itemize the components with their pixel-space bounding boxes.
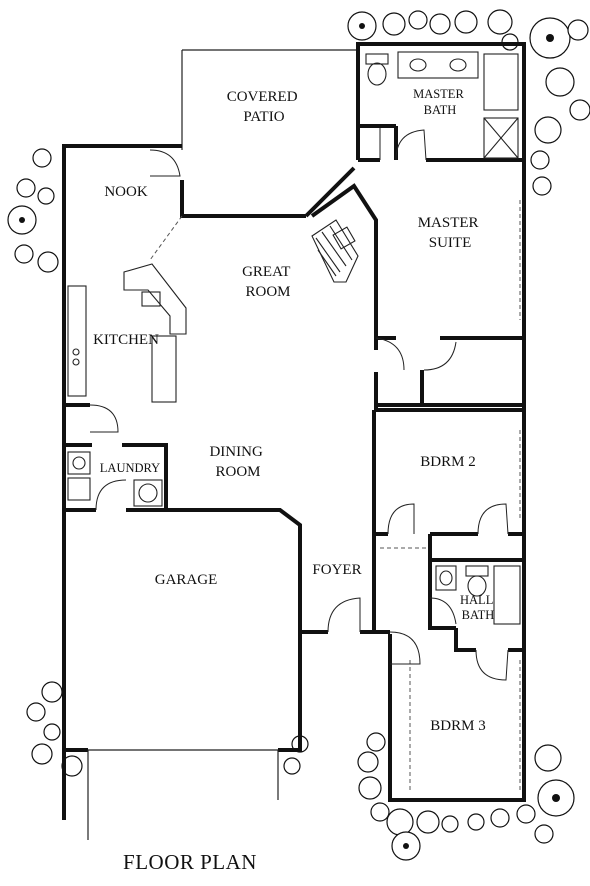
nook-label: NOOK xyxy=(104,184,147,200)
great-room-line1: GREAT xyxy=(242,264,290,280)
master-suite-label: MASTER SUITE xyxy=(418,215,483,251)
master-suite-line2: SUITE xyxy=(429,235,472,251)
bdrm3-label: BDRM 3 xyxy=(430,718,485,734)
great-room-line2: ROOM xyxy=(245,284,290,300)
doors xyxy=(89,128,509,681)
covered-patio-line2: PATIO xyxy=(243,109,284,125)
tree-icon xyxy=(26,681,83,777)
tree-icon xyxy=(529,17,590,196)
master-bath-line2: BATH xyxy=(424,103,457,117)
tree-icon xyxy=(347,9,519,51)
foyer-label: FOYER xyxy=(312,562,361,578)
laundry-label: LAUNDRY xyxy=(100,461,160,475)
master-bath-label: MASTER BATH xyxy=(413,87,467,117)
hall-bath-line1: HALL xyxy=(460,593,493,607)
master-suite-line1: MASTER xyxy=(418,215,479,231)
hall-bath-label: HALL BATH xyxy=(460,593,496,622)
great-room-label: GREAT ROOM xyxy=(242,264,294,300)
dining-room-line2: ROOM xyxy=(215,464,260,480)
kitchen-label: KITCHEN xyxy=(93,332,159,348)
master-bath-line1: MASTER xyxy=(413,87,464,101)
hall-bath-line2: BATH xyxy=(462,608,495,622)
covered-patio-label: COVERED PATIO xyxy=(227,89,302,125)
walls xyxy=(62,42,526,820)
dining-room-label: DINING ROOM xyxy=(209,444,266,480)
tree-icon xyxy=(467,744,575,844)
garage-label: GARAGE xyxy=(155,572,218,588)
tree-icon xyxy=(7,148,59,273)
floor-plan-caption: FLOOR PLAN xyxy=(123,850,257,874)
bdrm2-label: BDRM 2 xyxy=(420,454,475,470)
dining-room-line1: DINING xyxy=(209,444,262,460)
landscaping xyxy=(7,9,590,861)
fixtures xyxy=(67,51,521,840)
tree-icon xyxy=(283,732,459,861)
covered-patio-line1: COVERED xyxy=(227,89,298,105)
room-labels: COVERED PATIO MASTER BATH NOOK MASTER SU… xyxy=(93,87,496,734)
